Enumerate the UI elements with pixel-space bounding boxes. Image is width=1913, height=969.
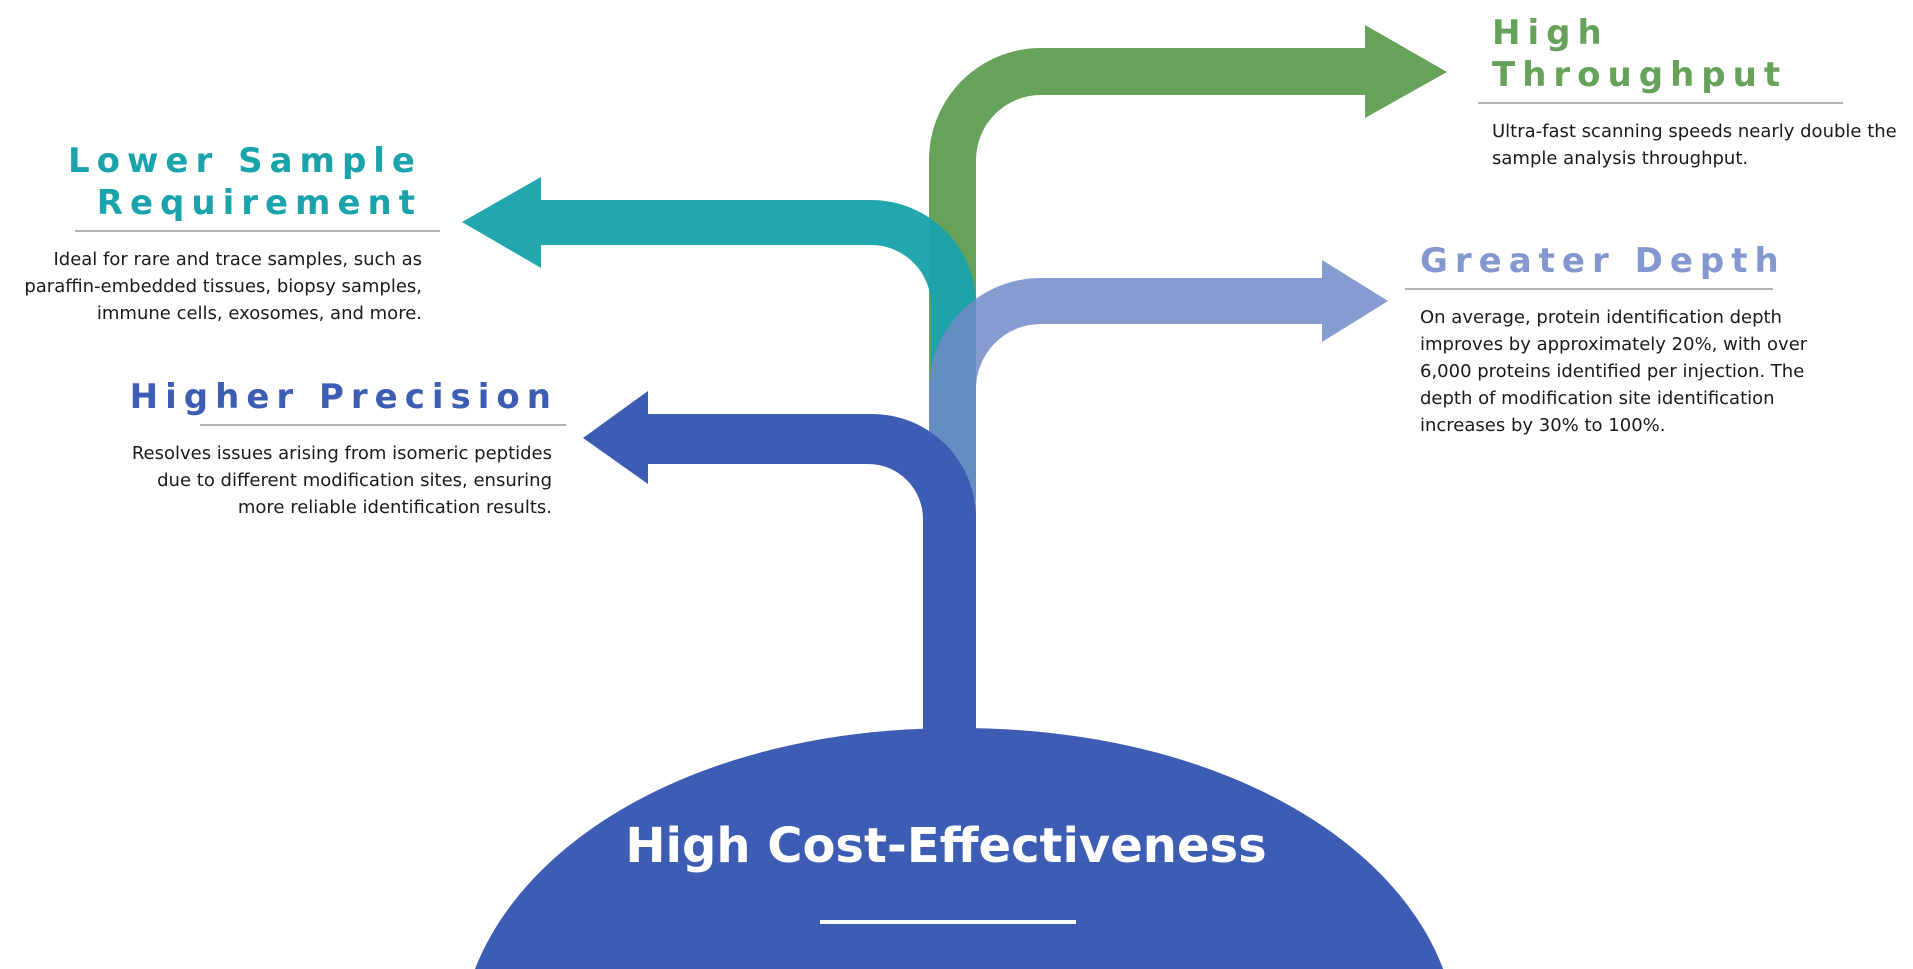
lower-sample-divider [75,230,440,232]
high-throughput-arrow [929,25,1447,480]
feature-greater-depth: Greater Depth On average, protein identi… [1405,240,1845,439]
higher-precision-description: Resolves issues arising from isomeric pe… [131,443,552,518]
high-throughput-description: Ultra-fast scanning speeds nearly double… [1492,121,1897,169]
lower-sample-title: Lower Sample Requirement [67,141,422,223]
base-dome [475,728,1443,969]
lower-sample-description: Ideal for rare and trace samples, such a… [24,249,422,324]
base-title: High Cost-Effectiveness [625,818,1267,874]
high-throughput-title: High Throughput [1492,13,1788,95]
lower-sample-arrow [462,177,976,500]
greater-depth-divider [1405,288,1773,290]
feature-higher-precision: Higher Precision Resolves issues arising… [120,376,566,521]
high-throughput-divider [1478,102,1843,104]
greater-depth-title: Greater Depth [1420,241,1786,281]
greater-depth-arrow [929,260,1388,560]
feature-high-throughput: High Throughput Ultra-fast scanning spee… [1478,12,1913,172]
base-divider [820,920,1076,924]
greater-depth-description: On average, protein identification depth… [1420,307,1808,436]
feature-lower-sample: Lower Sample Requirement Ideal for rare … [12,140,440,327]
higher-precision-arrow [583,391,976,740]
higher-precision-divider [200,424,566,426]
higher-precision-title: Higher Precision [129,377,558,417]
